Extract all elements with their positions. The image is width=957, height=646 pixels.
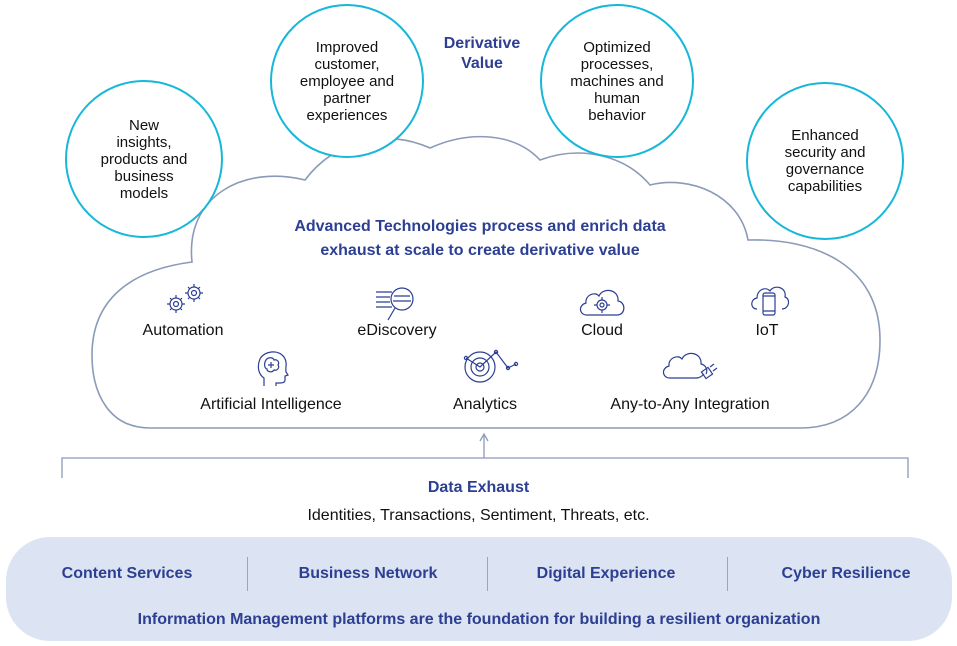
- tech-label-cloud: Cloud: [581, 322, 623, 339]
- target-chart-icon: [463, 349, 519, 383]
- value-circle-text: New insights, products and business mode…: [100, 116, 188, 202]
- derivative-value-title: Derivative Value: [443, 35, 521, 72]
- tech-label-ediscovery: eDiscovery: [357, 322, 437, 339]
- cloud-phone-icon: [751, 286, 789, 316]
- value-circle-text: Improved customer, employee and partner …: [299, 38, 395, 124]
- value-circle-enhanced-security: Enhanced security and governance capabil…: [746, 82, 904, 240]
- brain-head-icon: [257, 351, 289, 386]
- platform-content-services: Content Services: [61, 565, 193, 582]
- tech-label-automation: Automation: [142, 322, 224, 339]
- cloud-plug-icon: [662, 352, 718, 380]
- platform-divider: [247, 557, 248, 591]
- data-exhaust-title: Data Exhaust: [427, 479, 530, 496]
- platform-divider: [727, 557, 728, 591]
- tech-label-analytics: Analytics: [452, 396, 518, 413]
- platform-foundation-bar: Content Services Business Network Digita…: [6, 537, 952, 641]
- value-circle-improved-experiences: Improved customer, employee and partner …: [270, 4, 424, 158]
- platform-digital-experience: Digital Experience: [536, 565, 676, 582]
- platform-divider: [487, 557, 488, 591]
- value-circle-optimized-processes: Optimized processes, machines and human …: [540, 4, 694, 158]
- value-circle-text: Enhanced security and governance capabil…: [784, 127, 866, 195]
- data-exhaust-subtitle: Identities, Transactions, Sentiment, Thr…: [307, 507, 650, 524]
- tech-label-any-to-any-integration: Any-to-Any Integration: [610, 396, 770, 413]
- platform-cyber-resilience: Cyber Resilience: [781, 565, 911, 582]
- value-circle-text: Optimized processes, machines and human …: [570, 38, 664, 124]
- tech-label-iot: IoT: [755, 322, 779, 339]
- magnifier-document-icon: [376, 287, 414, 321]
- cloud-headline: Advanced Technologies process and enrich…: [294, 218, 666, 259]
- platform-foundation-statement: Information Management platforms are the…: [137, 611, 821, 628]
- tech-label-artificial-intelligence: Artificial Intelligence: [200, 396, 342, 413]
- platform-business-network: Business Network: [298, 565, 438, 582]
- gears-icon: [167, 284, 203, 313]
- cloud-gear-icon: [579, 289, 625, 316]
- value-circle-new-insights: New insights, products and business mode…: [65, 80, 223, 238]
